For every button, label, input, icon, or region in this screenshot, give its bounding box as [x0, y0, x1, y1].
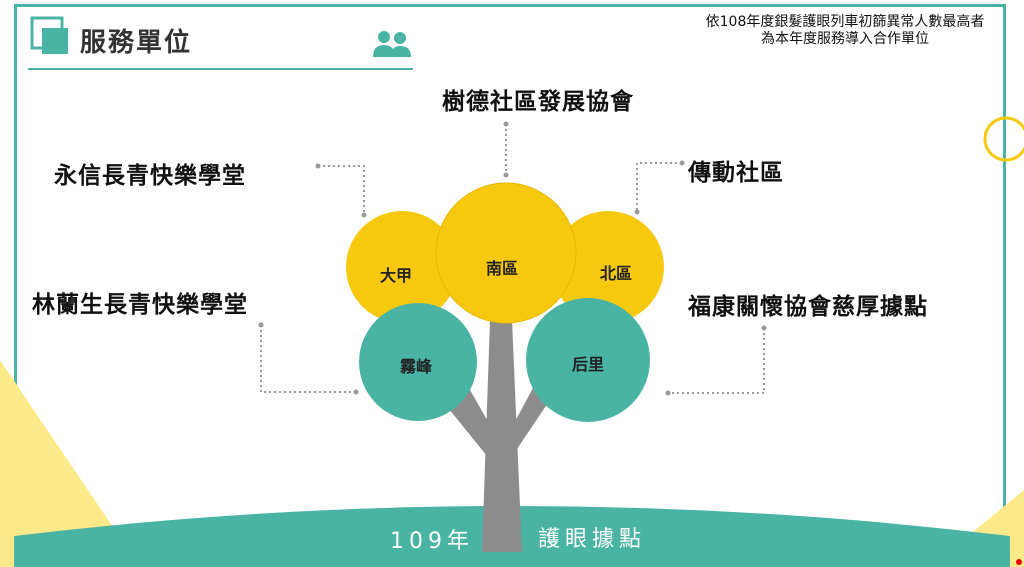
circle-houli [526, 298, 650, 422]
square-logo-icon [30, 16, 68, 54]
footer-title: 護眼據點 [538, 527, 647, 552]
circle-nanqu [435, 182, 577, 324]
header-note-line1: 依108年度銀髮護眼列車初篩異常人數最高者 [705, 14, 985, 30]
connectors [260, 124, 765, 394]
circle-label-houli: 后里 [572, 355, 605, 374]
people-icon [373, 31, 411, 57]
circle-label-dajia: 大甲 [380, 266, 413, 285]
unit-label-right-lower: 福康關懷協會慈厚據點 [688, 294, 928, 320]
corner-triangle-left [0, 360, 140, 567]
unit-label-right-upper: 傳動社區 [688, 160, 784, 186]
circle-label-beiqu: 北區 [600, 264, 633, 283]
unit-label-top: 樹德社區發展協會 [442, 89, 634, 115]
page-title: 服務單位 [80, 28, 193, 58]
circle-label-wufeng: 霧峰 [400, 357, 433, 376]
slide-frame [14, 4, 1006, 560]
unit-label-left-upper: 永信長青快樂學堂 [54, 163, 246, 189]
header-note: 依108年度銀髮護眼列車初篩異常人數最高者 為本年度服務導入合作單位 [680, 14, 1010, 48]
circle-dajia [346, 211, 458, 323]
unit-label-left-lower: 林蘭生長青快樂學堂 [32, 292, 248, 318]
connector-dots [258, 121, 767, 396]
title-underline [28, 68, 413, 70]
ring-decoration [983, 116, 1024, 162]
header-note-line2: 為本年度服務導入合作單位 [761, 31, 929, 47]
circle-wufeng [359, 303, 477, 421]
circle-beiqu [552, 211, 664, 323]
footer-year: 109年 [390, 529, 474, 554]
red-dot [1016, 559, 1022, 565]
circle-label-nanqu: 南區 [486, 259, 519, 278]
